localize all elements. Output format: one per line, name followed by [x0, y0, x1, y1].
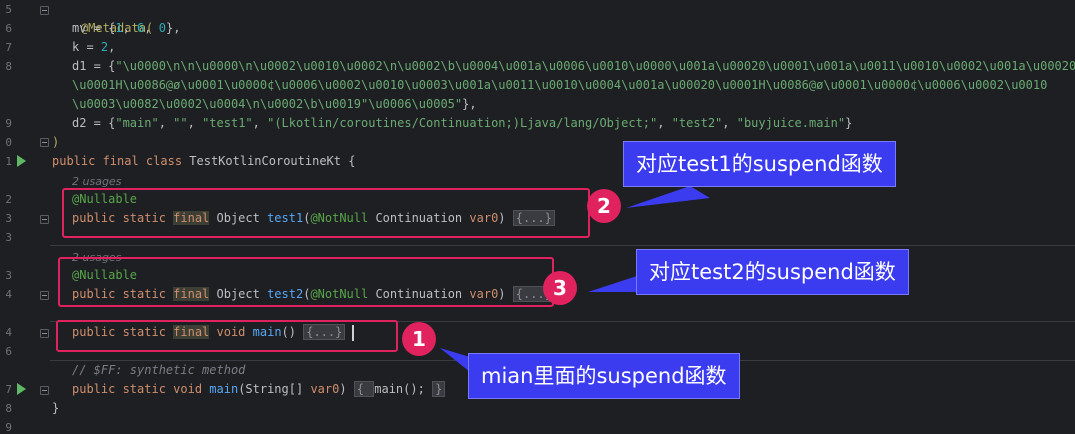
code-line: \u0003\u0082\u0002\u0004\n\u0002\b\u0019…: [72, 97, 477, 111]
folded-body[interactable]: {...}: [303, 324, 346, 340]
code-line: }: [52, 401, 60, 415]
line-number: 4: [5, 288, 12, 301]
code-line: public static void main(String[] var0) {…: [72, 380, 446, 399]
fold-icon[interactable]: [40, 6, 49, 15]
line-number: 4: [5, 326, 12, 339]
code-line: d1 = {"\u0000\n\n\u0000\n\u0002\u0010\u0…: [72, 59, 1075, 73]
code-line: public final class TestKotlinCoroutineKt…: [52, 154, 356, 168]
code-line: k = 2,: [72, 40, 116, 54]
line-number: 2: [5, 193, 12, 206]
code-line: d2 = {"main", "", "test1", "(Lkotlin/cor…: [72, 116, 853, 130]
line-number: 8: [5, 60, 12, 73]
run-icon[interactable]: [17, 383, 26, 395]
callout-test1: 对应test1的suspend函数: [623, 141, 896, 187]
line-number: 7: [5, 41, 12, 54]
pointer-test1: [626, 186, 710, 208]
fold-icon[interactable]: [40, 291, 49, 300]
method-separator: [50, 321, 1075, 322]
method-separator: [50, 245, 1075, 246]
fold-icon[interactable]: [40, 215, 49, 224]
code-line: public static final Object test1(@NotNul…: [72, 209, 555, 228]
code-line: // $FF: synthetic method: [72, 363, 246, 377]
line-number: 3: [5, 231, 12, 244]
step-badge-2: 2: [587, 189, 621, 223]
text-cursor: [352, 325, 354, 341]
code-line: @Nullable: [72, 192, 138, 206]
code-line: ): [52, 135, 60, 149]
highlight-frame-main: [56, 320, 398, 352]
highlight-frame-test1: [62, 188, 590, 238]
callout-main: mian里面的suspend函数: [468, 353, 740, 399]
run-icon[interactable]: [17, 155, 26, 167]
line-number: 1: [5, 155, 12, 168]
line-number: 9: [5, 117, 12, 130]
code-line: @Metadata(: [80, 21, 154, 35]
code-line: public static final Object test2(@NotNul…: [72, 285, 555, 304]
folded-body[interactable]: {...}: [512, 210, 555, 226]
editor-gutter: 5 6 7 8 9 0 1 2 3 3 3 4 4 6 7 8 9: [0, 0, 49, 434]
line-number: 7: [5, 383, 12, 396]
usages-hint[interactable]: 2 usages: [72, 175, 122, 188]
line-number: 6: [5, 345, 12, 358]
step-badge-3: 3: [543, 271, 577, 305]
line-number: 8: [5, 402, 12, 415]
fold-icon[interactable]: [40, 138, 49, 147]
code-line: mv = {1, 6, 0},: [72, 21, 181, 35]
line-number: 0: [5, 136, 12, 149]
callout-test2: 对应test2的suspend函数: [636, 249, 909, 295]
fold-icon[interactable]: [40, 386, 49, 395]
line-number: 6: [5, 22, 12, 35]
code-line: @Nullable: [72, 268, 138, 282]
line-number: 5: [5, 3, 12, 16]
code-line: \u0001H\u0086@ø\u0001\u0000¢\u0006\u0002…: [72, 78, 1048, 92]
line-number: 9: [5, 421, 12, 434]
highlight-frame-test2: [58, 257, 554, 307]
line-number: 3: [5, 212, 12, 225]
code-line: public static final void main() {...}: [72, 323, 346, 342]
step-badge-1: 1: [402, 322, 436, 356]
fold-icon[interactable]: [40, 329, 49, 338]
line-number: 3: [5, 269, 12, 282]
